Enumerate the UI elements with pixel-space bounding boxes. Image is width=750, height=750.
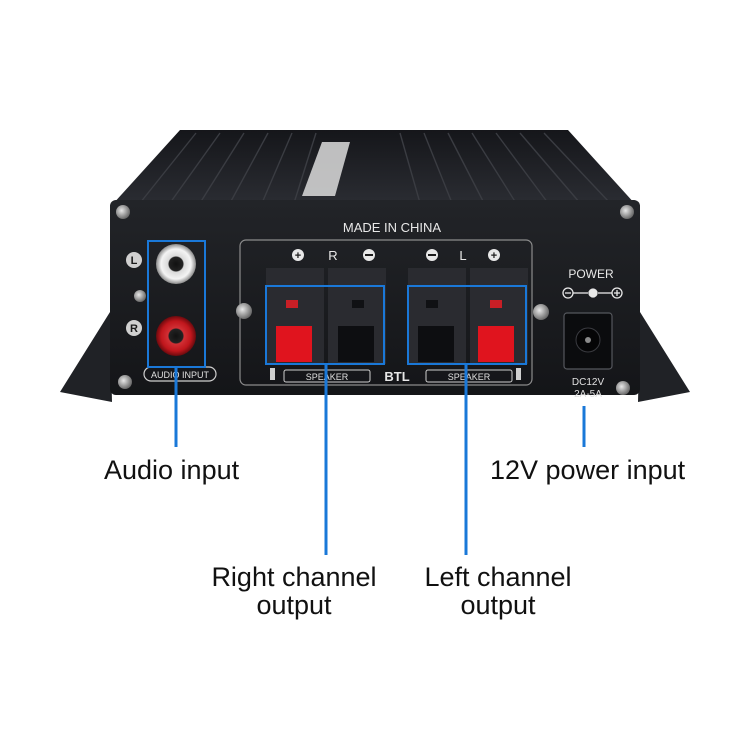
chassis-top	[112, 130, 636, 205]
power-input-callout: 12V power input	[490, 455, 686, 485]
corner-screws	[116, 205, 634, 395]
made-in-china-label: MADE IN CHINA	[343, 220, 442, 235]
right-channel-callout: Right channel output	[196, 563, 392, 619]
power-label: POWER	[568, 267, 614, 281]
terminal-r-label: R	[328, 248, 337, 263]
r-badge-text: R	[130, 323, 138, 335]
left-channel-callout: Left channel output	[400, 563, 596, 619]
speaker-plate-right-text: SPEAKER	[448, 372, 491, 382]
btl-label: BTL	[384, 369, 409, 384]
audio-input-callout: Audio input	[104, 455, 240, 485]
speaker-plate-right	[425, 369, 513, 383]
svg-text:+: +	[295, 250, 301, 262]
speaker-icons	[270, 368, 521, 380]
right-flange	[638, 312, 690, 402]
callout-lines	[174, 364, 586, 555]
right-channel-callout-line2: output	[256, 590, 332, 620]
svg-text:+: +	[491, 250, 497, 262]
dc-rating-line2: 2A-5A	[574, 389, 602, 400]
rca-jack-left[interactable]	[156, 244, 196, 284]
terminal-polarity-icons: + +	[292, 249, 500, 262]
terminal-l-label: L	[459, 248, 466, 263]
right-negative-lever[interactable]	[338, 326, 374, 362]
l-badge	[126, 252, 142, 268]
rca-jack-right[interactable]	[156, 316, 196, 356]
top-label-strip	[302, 142, 350, 196]
right-channel-callout-line1: Right channel	[211, 562, 377, 592]
r-badge	[126, 320, 142, 336]
left-channel-callout-line2: output	[460, 590, 536, 620]
dc-rating-line1: DC12V	[572, 377, 605, 388]
panel-screw-right	[533, 304, 549, 320]
heatsink-fins	[139, 132, 611, 204]
left-channel-callout-line1: Left channel	[424, 562, 572, 592]
dc-jack-pin	[585, 337, 591, 343]
audio-input-plate-text: AUDIO INPUT	[151, 370, 210, 380]
l-badge-text: L	[131, 255, 138, 267]
dc-polarity-icon	[562, 287, 623, 299]
left-flange	[60, 312, 112, 402]
left-negative-lever[interactable]	[418, 326, 454, 362]
panel-screw-left	[236, 303, 252, 319]
right-positive-lever[interactable]	[276, 326, 312, 362]
left-positive-lever[interactable]	[478, 326, 514, 362]
